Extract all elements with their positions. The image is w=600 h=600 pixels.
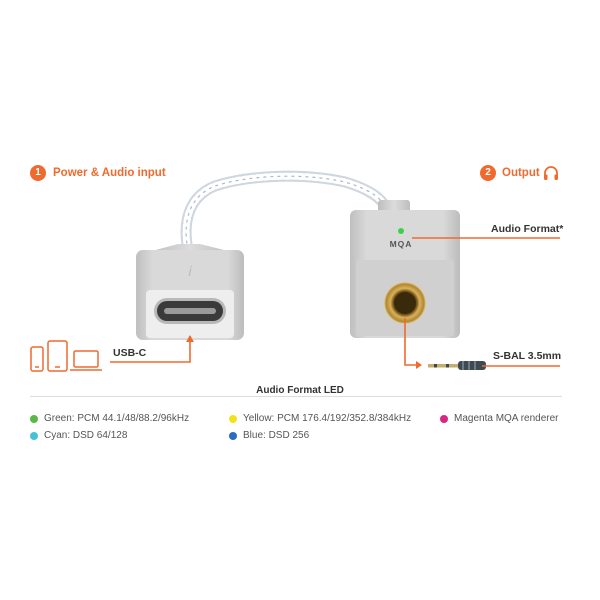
legend-item-label: Yellow: PCM 176.4/192/352.8/384kHz xyxy=(243,413,412,424)
legend-item-green: Green: PCM 44.1/48/88.2/96kHz xyxy=(30,412,189,426)
legend-item-label: Cyan: DSD 64/128 xyxy=(44,430,128,441)
legend-item-label: Blue: DSD 256 xyxy=(243,430,310,441)
tablet-icon xyxy=(47,340,68,372)
s-bal-plug xyxy=(428,361,486,370)
led-indicator xyxy=(398,228,404,234)
laptop-icon xyxy=(70,350,102,371)
output-box: MQA xyxy=(350,200,460,338)
legend-divider xyxy=(30,396,562,397)
legend-item-blue: Blue: DSD 256 xyxy=(229,429,309,443)
step-2-badge: 2 xyxy=(480,165,496,181)
legend-item-cyan: Cyan: DSD 64/128 xyxy=(30,429,127,443)
legend-item-label: Magenta MQA renderer xyxy=(454,413,559,424)
braided-cable xyxy=(180,170,394,256)
blue-dot-icon xyxy=(229,432,237,440)
mqa-label: MQA xyxy=(390,239,413,249)
step-1-badge: 1 xyxy=(30,165,46,181)
green-dot-icon xyxy=(30,415,38,423)
magenta-dot-icon xyxy=(440,415,448,423)
usb-c-plug: i xyxy=(136,244,244,340)
usb-c-label: USB-C xyxy=(113,347,147,359)
headphones-icon xyxy=(544,166,558,180)
step-1-title: Power & Audio input xyxy=(53,167,166,179)
legend-item-label: Green: PCM 44.1/48/88.2/96kHz xyxy=(44,413,190,424)
step-2-title: Output xyxy=(502,167,540,179)
audio-format-label: Audio Format* xyxy=(491,223,564,235)
legend-item-yellow: Yellow: PCM 176.4/192/352.8/384kHz xyxy=(229,412,411,426)
yellow-dot-icon xyxy=(229,415,237,423)
legend-title: Audio Format LED xyxy=(256,385,344,396)
s-bal-label: S-BAL 3.5mm xyxy=(493,350,562,362)
callout-lines xyxy=(110,237,560,367)
legend-item-magenta: Magenta MQA renderer xyxy=(440,412,559,426)
brand-mark: i xyxy=(188,263,192,279)
cyan-dot-icon xyxy=(30,432,38,440)
phone-icon xyxy=(30,346,44,372)
